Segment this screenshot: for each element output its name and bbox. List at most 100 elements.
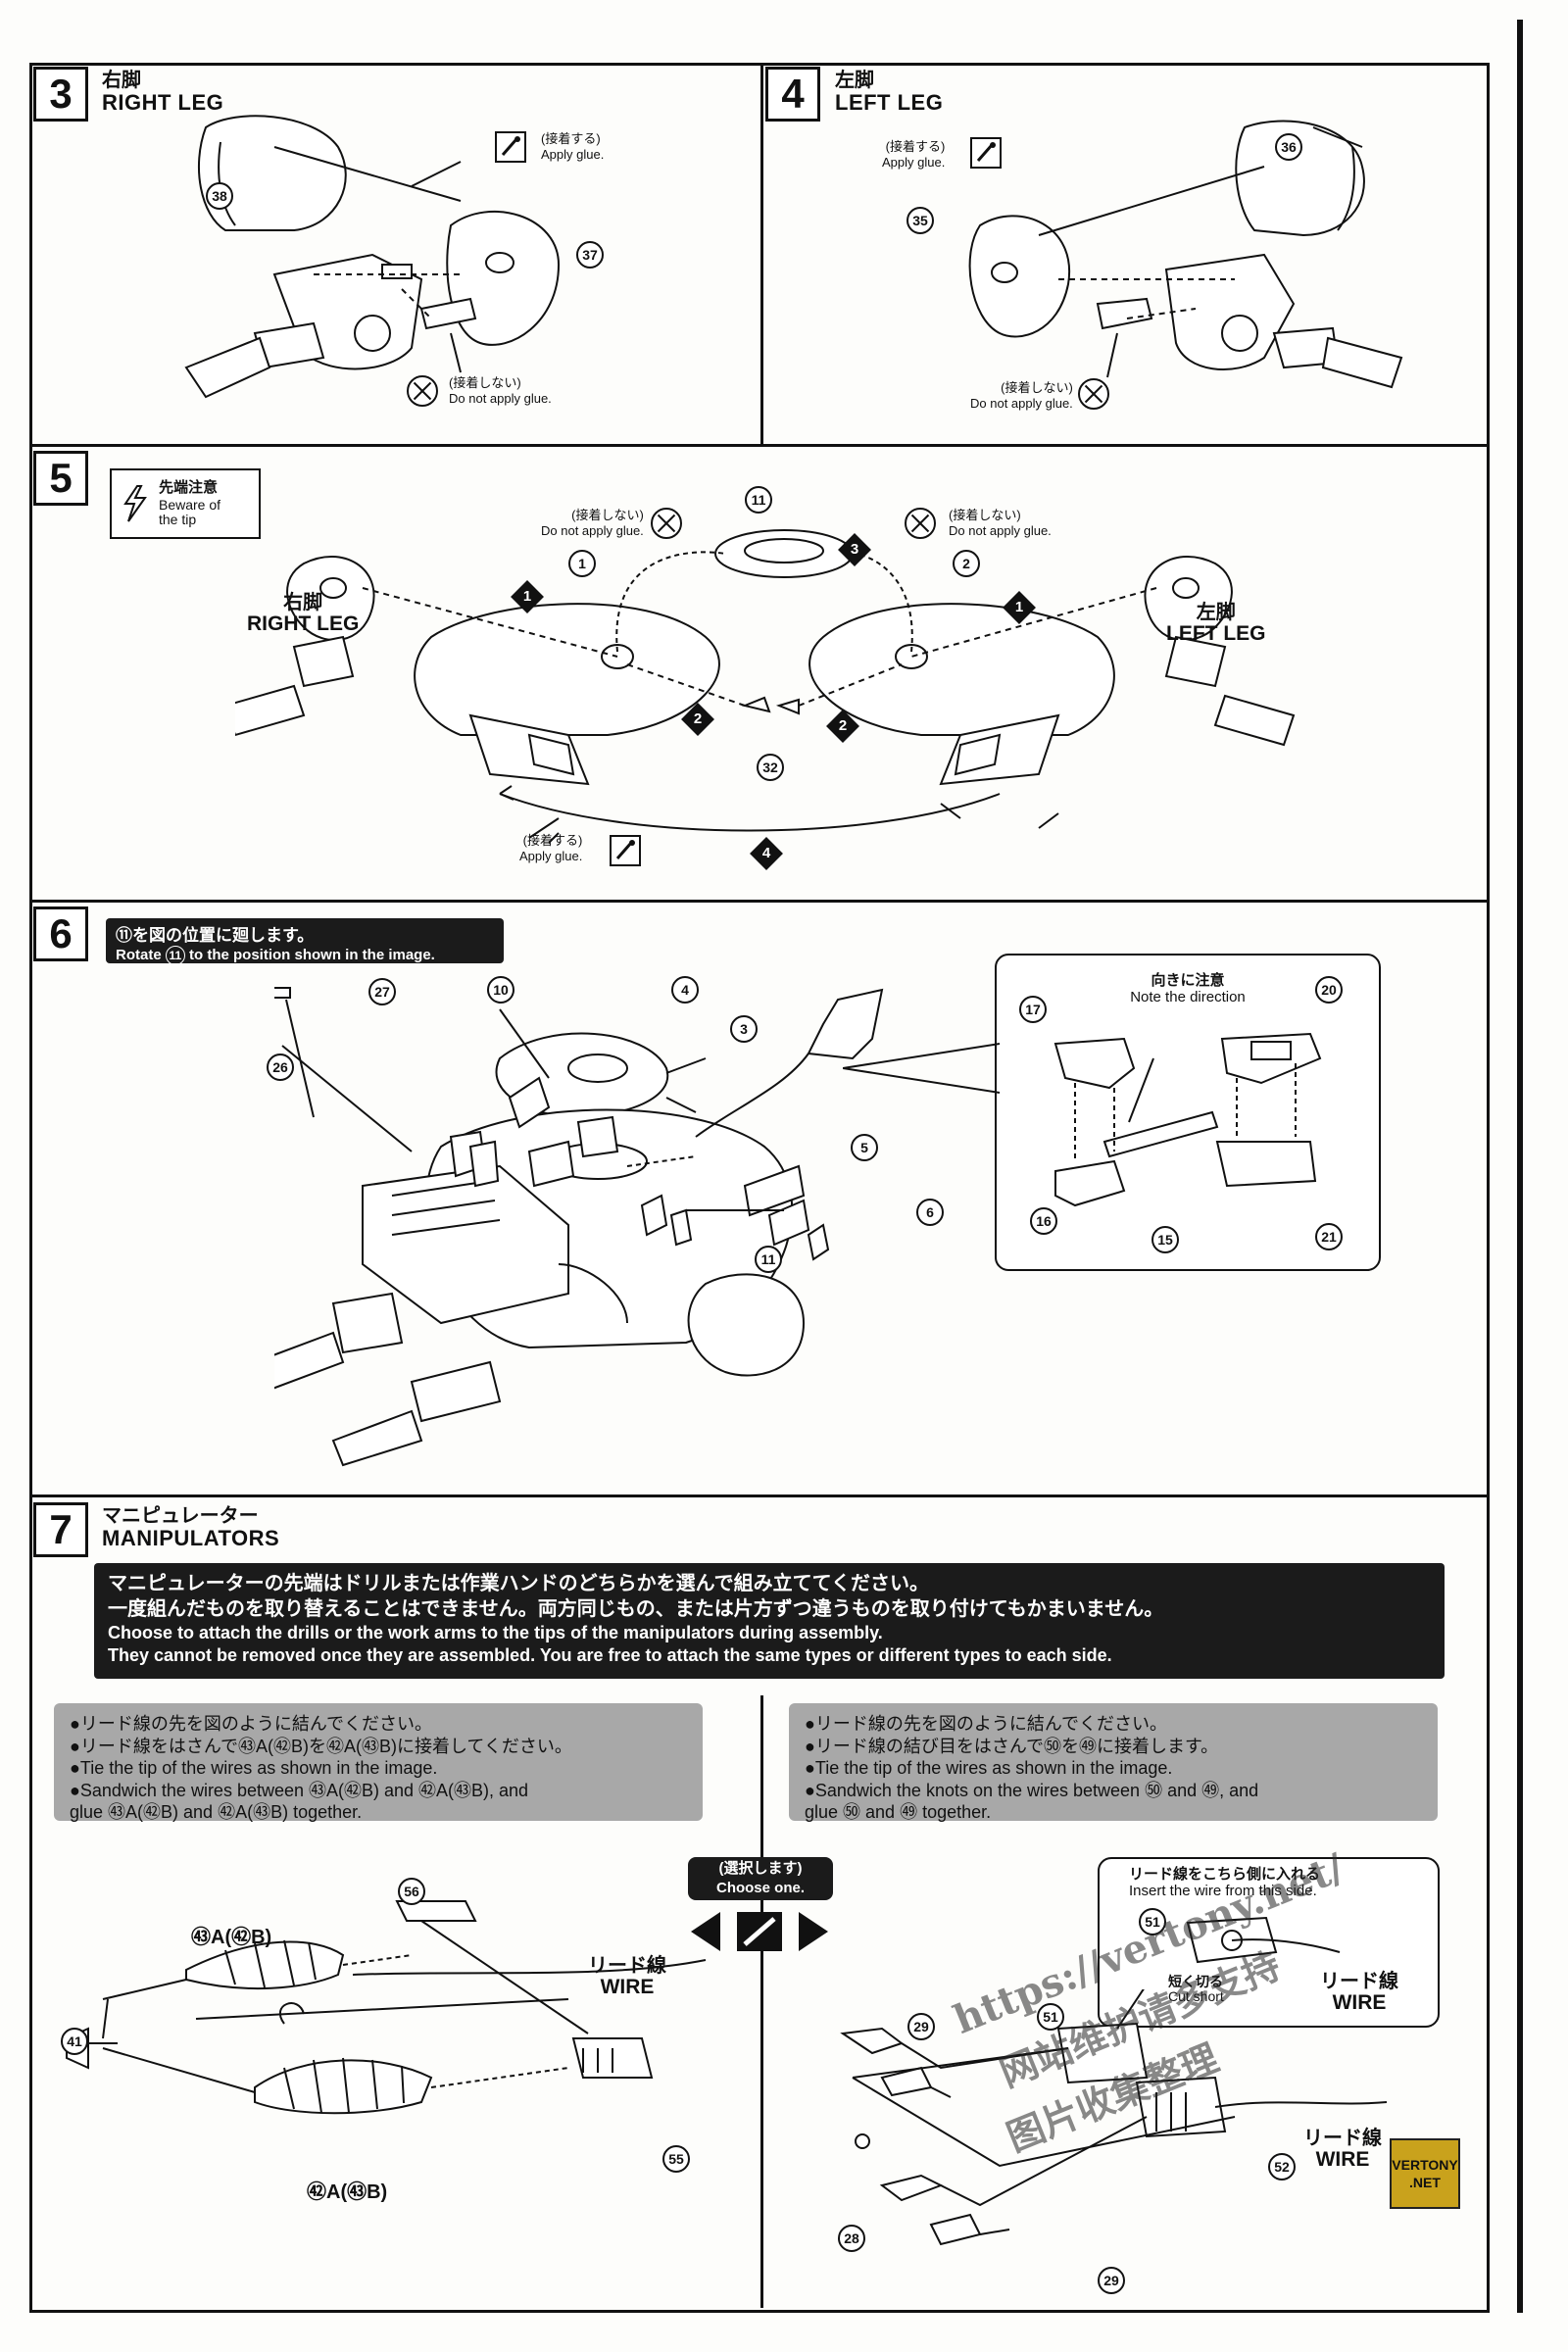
- inset-pointer: [843, 1043, 1001, 1094]
- lightning-icon: [123, 485, 147, 522]
- inset-insert-en: Insert the wire from this side.: [1129, 1882, 1317, 1899]
- badge-line-1: VERTONY: [1392, 2157, 1458, 2173]
- no-glue-icon-right: [905, 508, 936, 539]
- part-43a-label: ㊸A(㊷B): [191, 1927, 272, 1948]
- divider-row1: [29, 444, 1490, 447]
- part-26: 26: [267, 1054, 294, 1081]
- part-29-upper: 29: [907, 2013, 935, 2040]
- no-glue-icon: [407, 375, 438, 407]
- beware-tip-en-1: Beware of: [159, 497, 221, 513]
- part-36: 36: [1275, 133, 1302, 161]
- apply-glue-jp: (接着する): [522, 833, 583, 848]
- step-title: マニピュレーター MANIPULATORS: [102, 1506, 279, 1550]
- inset-insert-label: リード線をこちら側に入れる Insert the wire from this …: [1129, 1866, 1321, 1899]
- step-title-jp: 左脚: [835, 70, 874, 91]
- step-number: 7: [33, 1502, 88, 1557]
- part-41: 41: [61, 2028, 88, 2055]
- part-37: 37: [576, 241, 604, 269]
- right-leg-diagram: [184, 115, 561, 399]
- no-glue-label: (接着しない) Do not apply glue.: [449, 375, 552, 406]
- glue-icon: [495, 131, 526, 163]
- apply-glue-en: Apply glue.: [519, 848, 583, 863]
- part-16: 16: [1030, 1207, 1057, 1235]
- left-leg-diagram: [968, 120, 1403, 389]
- rotate-instruction-jp: ⑪を図の位置に廻します。: [116, 926, 315, 945]
- no-glue-en: Do not apply glue.: [970, 395, 1073, 411]
- choose-en: Choose one.: [715, 1880, 805, 1896]
- apply-glue-label: (接着する) Apply glue.: [882, 139, 945, 170]
- part-1: 1: [568, 550, 596, 577]
- apply-glue-jp: (接着する): [541, 131, 601, 146]
- note-direction-label: 向きに注意 Note the direction: [1095, 972, 1281, 1005]
- right-leg-jp: 右脚: [283, 592, 323, 613]
- seq-1-left: 1: [511, 580, 544, 613]
- choice-divider: [760, 1695, 763, 2308]
- drill-note-3: ●Tie the tip of the wires as shown in th…: [70, 1758, 438, 1778]
- apply-glue-label: (接着する) Apply glue.: [519, 833, 582, 863]
- no-glue-en: Do not apply glue.: [949, 522, 1052, 538]
- no-glue-en: Do not apply glue.: [541, 522, 644, 538]
- apply-glue-en: Apply glue.: [882, 154, 946, 170]
- step-title: 右脚 RIGHT LEG: [102, 71, 223, 115]
- part-52: 52: [1268, 2153, 1296, 2180]
- wire-detail-inset: リード線をこちら側に入れる Insert the wire from this …: [1098, 1857, 1440, 2028]
- drill-note-2: ●リード線をはさんで㊸A(㊷B)を㊷A(㊸B)に接着してください。: [70, 1736, 572, 1756]
- note-direction-en: Note the direction: [1130, 988, 1246, 1005]
- inset-wire-jp: リード線: [1320, 1971, 1398, 1992]
- no-glue-label-right: (接着しない) Do not apply glue.: [949, 508, 1052, 538]
- step-number: 3: [33, 67, 88, 122]
- body-assembly-diagram: [235, 529, 1296, 844]
- drill-note-5: glue ㊸A(㊷B) and ㊷A(㊸B) together.: [70, 1802, 363, 1822]
- part-5: 5: [851, 1134, 878, 1161]
- no-glue-jp: (接着しない): [949, 508, 1021, 522]
- inset-wire-label: リード線 WIRE: [1320, 1972, 1398, 2014]
- wire-label-right: リード線 WIRE: [1303, 2129, 1382, 2171]
- inset-cut-jp: 短く切る: [1168, 1974, 1223, 1989]
- wire-jp: リード線: [588, 1955, 666, 1977]
- beware-tip-jp: 先端注意: [159, 479, 219, 496]
- no-glue-jp: (接着しない): [571, 508, 644, 522]
- hand-note-2: ●リード線の結び目をはさんで㊿を㊾に接着します。: [805, 1736, 1219, 1756]
- no-glue-label-left: (接着しない) Do not apply glue.: [541, 508, 644, 538]
- drill-note-1: ●リード線の先を図のように結んでください。: [70, 1714, 432, 1734]
- left-leg-jp: 左脚: [1196, 602, 1236, 623]
- part-20: 20: [1315, 976, 1343, 1004]
- inset-part-51: 51: [1139, 1908, 1166, 1936]
- beware-tip-box: 先端注意 Beware of the tip: [110, 468, 261, 539]
- part-35: 35: [906, 207, 934, 234]
- glue-icon: [970, 137, 1002, 169]
- choose-jp: (選択します): [718, 1860, 803, 1877]
- inset-wire-en: WIRE: [1332, 1991, 1387, 2014]
- glue-icon: [610, 835, 641, 866]
- choose-one-badge: (選択します) Choose one.: [688, 1857, 833, 1900]
- inset-insert-jp: リード線をこちら側に入れる: [1129, 1866, 1321, 1883]
- note-direction-jp: 向きに注意: [1151, 972, 1225, 989]
- wire-en: WIRE: [1315, 2148, 1370, 2171]
- seq-4: 4: [750, 837, 783, 870]
- no-glue-en: Do not apply glue.: [449, 390, 552, 406]
- part-32: 32: [757, 754, 784, 781]
- step-title-en: LEFT LEG: [835, 90, 944, 115]
- wire-en: WIRE: [600, 1976, 655, 1998]
- rotate-en-part: 11: [165, 946, 185, 965]
- left-leg-en: LEFT LEG: [1166, 622, 1266, 645]
- apply-glue-jp: (接着する): [885, 139, 946, 154]
- divider-row3: [29, 1494, 1490, 1497]
- work-arm-diagram: [840, 1989, 1388, 2246]
- part-55: 55: [662, 2145, 690, 2173]
- part-6: 6: [916, 1199, 944, 1226]
- wire-jp: リード線: [1303, 2128, 1382, 2149]
- beware-tip-en-2: the tip: [159, 511, 197, 527]
- rotate-en-a: Rotate: [116, 946, 162, 963]
- drill-instructions: ●リード線の先を図のように結んでください。 ●リード線をはさんで㊸A(㊷B)を㊷…: [54, 1703, 703, 1822]
- banner-line-4: They cannot be removed once they are ass…: [108, 1645, 1112, 1666]
- no-glue-icon: [1078, 378, 1109, 410]
- part-56: 56: [398, 1878, 425, 1905]
- part-17: 17: [1019, 996, 1047, 1023]
- vertony-badge: VERTONY .NET: [1390, 2138, 1460, 2209]
- right-leg-label: 右脚 RIGHT LEG: [247, 593, 359, 635]
- part-29-lower: 29: [1098, 2267, 1125, 2294]
- direction-detail-inset: 向きに注意 Note the direction: [995, 954, 1381, 1271]
- rotate-instruction-banner: ⑪を図の位置に廻します。 Rotate 11 to the position s…: [106, 918, 504, 965]
- banner-line-3: Choose to attach the drills or the work …: [108, 1623, 883, 1642]
